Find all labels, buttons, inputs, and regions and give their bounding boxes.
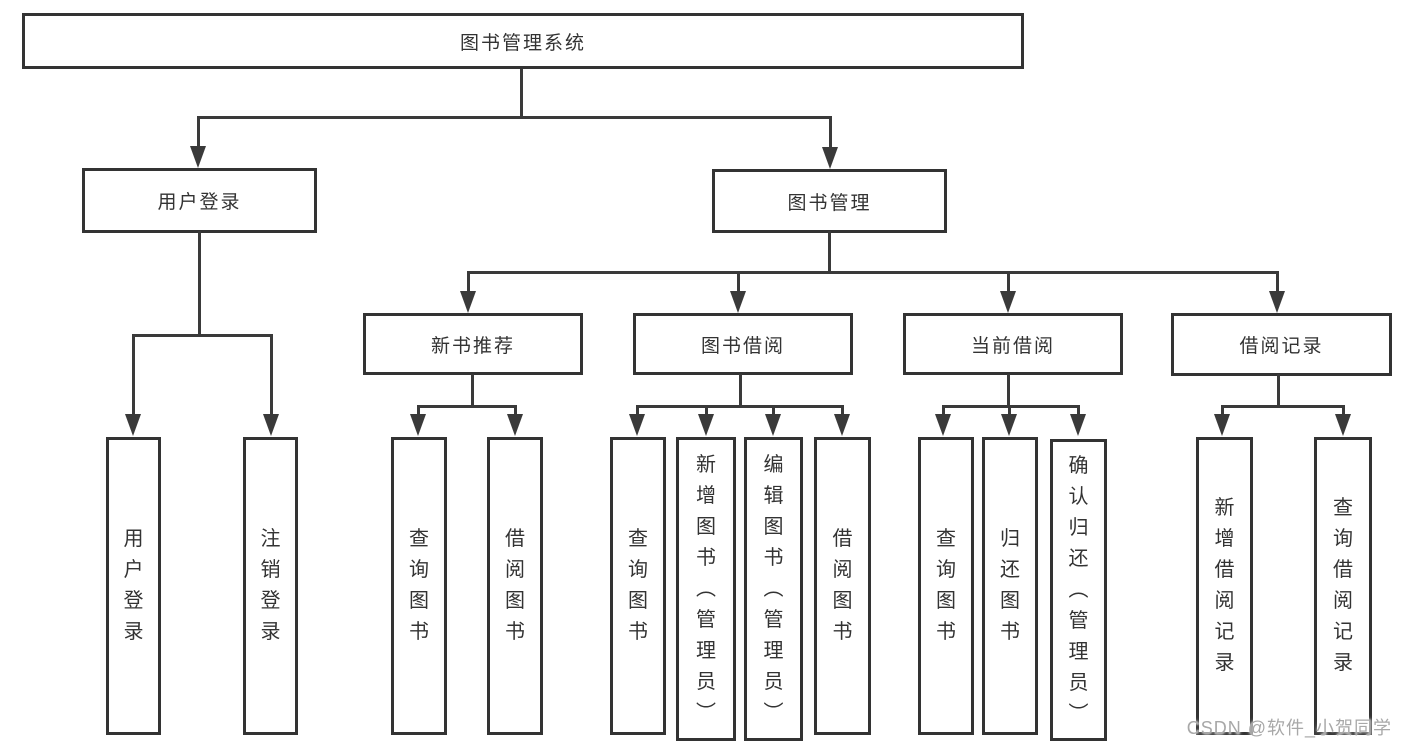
connector-line bbox=[198, 231, 201, 337]
leaf-record-query: 查 询 借 阅 记 录 bbox=[1314, 437, 1372, 735]
connector-line bbox=[1342, 405, 1345, 416]
leaf-user-login: 用 户 登 录 bbox=[106, 437, 161, 735]
connector-line bbox=[1077, 405, 1080, 416]
arrowhead-icon bbox=[834, 414, 850, 436]
connector-line bbox=[270, 334, 273, 414]
connector-line bbox=[471, 374, 474, 408]
connector-line bbox=[1008, 405, 1011, 416]
arrowhead-icon bbox=[822, 147, 838, 169]
leaf-newbook-query: 查 询 图 书 bbox=[391, 437, 447, 735]
leaf-logout: 注 销 登 录 bbox=[243, 437, 298, 735]
arrowhead-icon bbox=[1214, 414, 1230, 436]
node-book-borrow: 图书借阅 bbox=[633, 313, 853, 375]
arrowhead-icon bbox=[698, 414, 714, 436]
arrowhead-icon bbox=[410, 414, 426, 436]
arrowhead-icon bbox=[1335, 414, 1351, 436]
arrowhead-icon bbox=[1001, 414, 1017, 436]
leaf-borrow-borrow: 借 阅 图 书 bbox=[814, 437, 871, 735]
connector-line bbox=[739, 374, 742, 408]
node-borrow-record: 借阅记录 bbox=[1171, 313, 1392, 376]
connector-line bbox=[1221, 405, 1224, 416]
node-book-mgmt: 图书管理 bbox=[712, 169, 947, 233]
leaf-borrow-add-admin: 新 增 图 书 ︵ 管 理 员 ︶ bbox=[676, 437, 736, 741]
arrowhead-icon bbox=[1269, 291, 1285, 313]
connector-line bbox=[417, 405, 420, 416]
connector-line bbox=[197, 116, 832, 119]
node-root: 图书管理系统 bbox=[22, 13, 1024, 69]
arrowhead-icon bbox=[1070, 414, 1086, 436]
connector-line bbox=[828, 231, 831, 274]
connector-line bbox=[197, 116, 200, 149]
connector-line bbox=[942, 405, 945, 416]
connector-line bbox=[132, 334, 135, 414]
leaf-current-return: 归 还 图 书 bbox=[982, 437, 1038, 735]
leaf-borrow-edit-admin: 编 辑 图 书 ︵ 管 理 员 ︶ bbox=[744, 437, 803, 741]
leaf-record-add: 新 增 借 阅 记 录 bbox=[1196, 437, 1253, 735]
connector-line bbox=[1277, 374, 1280, 407]
connector-line bbox=[1007, 271, 1010, 293]
node-user-login: 用户登录 bbox=[82, 168, 317, 233]
arrowhead-icon bbox=[190, 146, 206, 168]
connector-line bbox=[1007, 374, 1010, 408]
leaf-current-confirm-admin: 确 认 归 还 ︵ 管 理 员 ︶ bbox=[1050, 439, 1107, 741]
arrowhead-icon bbox=[629, 414, 645, 436]
arrowhead-icon bbox=[935, 414, 951, 436]
arrowhead-icon bbox=[730, 291, 746, 313]
arrowhead-icon bbox=[765, 414, 781, 436]
connector-line bbox=[520, 69, 523, 117]
leaf-current-query: 查 询 图 书 bbox=[918, 437, 974, 735]
connector-line bbox=[841, 405, 844, 416]
csdn-watermark: CSDN @软件_小贺同学 bbox=[1186, 718, 1392, 738]
connector-line bbox=[1276, 271, 1279, 293]
arrowhead-icon bbox=[1000, 291, 1016, 313]
leaf-borrow-query: 查 询 图 书 bbox=[610, 437, 666, 735]
arrowhead-icon bbox=[125, 414, 141, 436]
arrowhead-icon bbox=[460, 291, 476, 313]
arrowhead-icon bbox=[263, 414, 279, 436]
connector-line bbox=[467, 271, 1279, 274]
connector-line bbox=[417, 405, 517, 408]
connector-line bbox=[942, 405, 1080, 408]
connector-line bbox=[636, 405, 639, 416]
connector-line bbox=[636, 405, 844, 408]
connector-line bbox=[772, 405, 775, 416]
node-current-borrow: 当前借阅 bbox=[903, 313, 1123, 375]
connector-line bbox=[467, 271, 470, 293]
connector-line bbox=[829, 116, 832, 149]
arrowhead-icon bbox=[507, 414, 523, 436]
leaf-newbook-borrow: 借 阅 图 书 bbox=[487, 437, 543, 735]
connector-line bbox=[132, 334, 273, 337]
connector-line bbox=[1221, 405, 1345, 408]
node-new-book: 新书推荐 bbox=[363, 313, 583, 375]
connector-line bbox=[514, 405, 517, 416]
connector-line bbox=[705, 405, 708, 416]
connector-line bbox=[737, 271, 740, 293]
